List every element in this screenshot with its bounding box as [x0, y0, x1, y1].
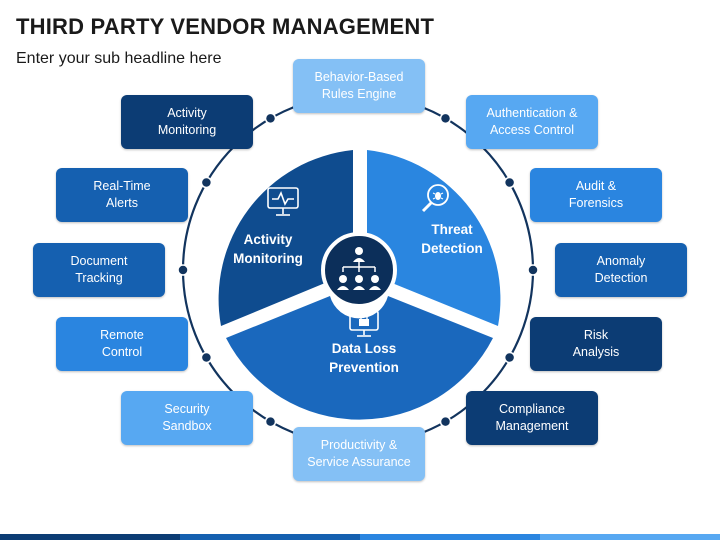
ring-connector-dot — [439, 112, 452, 125]
segment-threat-label-line2: Detection — [421, 241, 483, 256]
org-chart-icon — [337, 247, 381, 290]
ring-connector-dot — [264, 415, 277, 428]
page-subtitle: Enter your sub headline here — [16, 50, 222, 67]
footer-color-segment — [180, 534, 360, 540]
ring-connector-dot — [439, 415, 452, 428]
box-anomaly-detection[interactable]: Anomaly Detection — [555, 243, 687, 297]
box-authentication-access-control[interactable]: Authentication & Access Control — [466, 95, 598, 149]
ring-connector-dot — [200, 176, 213, 189]
box-audit-forensics[interactable]: Audit & Forensics — [530, 168, 662, 222]
box-compliance-management[interactable]: Compliance Management — [466, 391, 598, 445]
ring-connector-dot — [177, 264, 189, 276]
segment-dlp-label-line1: Data Loss — [332, 341, 397, 356]
footer-color-segment — [360, 534, 540, 540]
box-risk-analysis[interactable]: Risk Analysis — [530, 317, 662, 371]
footer-color-segment — [0, 534, 180, 540]
ring-connector-dot — [264, 112, 277, 125]
ring-connector-dot — [200, 351, 213, 364]
box-behavior-based-rules-engine[interactable]: Behavior-Based Rules Engine — [293, 59, 425, 113]
box-document-tracking[interactable]: Document Tracking — [33, 243, 165, 297]
monitor-pulse-icon — [267, 187, 299, 216]
box-security-sandbox[interactable]: Security Sandbox — [121, 391, 253, 445]
segment-threat-detection[interactable] — [367, 150, 501, 326]
segment-activity-label-line2: Monitoring — [233, 251, 303, 266]
segment-activity-monitoring[interactable] — [218, 150, 353, 326]
ring-connector-dot — [527, 264, 539, 276]
magnifier-bug-icon — [421, 184, 449, 213]
box-real-time-alerts[interactable]: Real-Time Alerts — [56, 168, 188, 222]
box-activity-monitoring[interactable]: Activity Monitoring — [121, 95, 253, 149]
segment-data-loss-prevention[interactable] — [226, 296, 493, 420]
segment-dlp-label-line2: Prevention — [329, 360, 399, 375]
segment-activity-label-line1: Activity — [244, 232, 293, 247]
box-remote-control[interactable]: Remote Control — [56, 317, 188, 371]
page-title: THIRD PARTY VENDOR MANAGEMENT — [16, 14, 435, 39]
box-productivity-service-assurance[interactable]: Productivity & Service Assurance — [293, 427, 425, 481]
ring-connector-dot — [503, 176, 516, 189]
ring-connector-dot — [503, 351, 516, 364]
footer-color-bar — [0, 534, 720, 540]
lock-screen-icon — [349, 310, 379, 337]
footer-color-segment — [540, 534, 720, 540]
segment-threat-label-line1: Threat — [431, 222, 473, 237]
